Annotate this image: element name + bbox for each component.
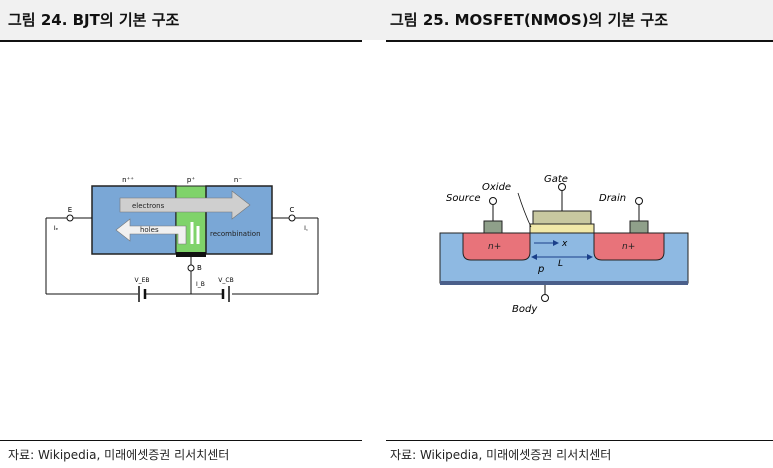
figure-25-top-rule [386, 40, 773, 42]
bjt-collector-terminal [288, 214, 296, 222]
bjt-label-voltage-cb: V_CB [218, 277, 233, 284]
mosfet-oxide-layer [529, 223, 595, 234]
bjt-label-terminal-b: B [197, 264, 202, 272]
header-bar [0, 0, 773, 40]
figure-25-title: 그림 25. MOSFET(NMOS)의 기본 구조 [390, 11, 669, 29]
bjt-emitter-terminal [66, 214, 74, 222]
mosfet-n-region-left [462, 232, 531, 261]
mosfet-label-oxide: Oxide [482, 182, 511, 193]
figure-24-top-rule [0, 40, 362, 42]
figure-24-title: 그림 24. BJT의 기본 구조 [8, 11, 180, 29]
bjt-base-terminal [187, 264, 195, 272]
mosfet-gate-terminal [558, 183, 566, 191]
bjt-electrons-arrow [119, 190, 251, 220]
figure-24-bottom-rule [0, 440, 362, 441]
mosfet-body-contact-strip [440, 281, 688, 285]
mosfet-n-region-right [593, 232, 665, 261]
mosfet-label-drain: Drain [599, 193, 626, 204]
mosfet-label-p: p [537, 264, 544, 275]
mosfet-label-x: x [561, 239, 568, 249]
bjt-label-collector-region: n⁻ [234, 176, 242, 184]
mosfet-source-terminal [489, 197, 497, 205]
bjt-label-voltage-eb: V_EB [134, 277, 149, 284]
mosfet-label-gate: Gate [544, 174, 568, 185]
figure-24-source: 자료: Wikipedia, 미래에셋증권 리서치센터 [8, 448, 230, 462]
mosfet-label-n-left: n+ [488, 242, 501, 252]
mosfet-source-contact [483, 220, 503, 234]
mosfet-drain-contact [629, 220, 649, 234]
bjt-label-terminal-c: C [290, 206, 295, 214]
bjt-label-electrons: electrons [132, 202, 165, 210]
figure-25-bottom-rule [386, 440, 773, 441]
bjt-label-recombination: recombination [210, 230, 261, 238]
mosfet-label-l: L [558, 259, 563, 269]
bjt-label-terminal-e: E [68, 206, 72, 214]
bjt-base-contact [176, 252, 206, 257]
mosfet-body-terminal [541, 294, 549, 302]
bjt-label-current-e: Iₑ [54, 225, 59, 232]
mosfet-label-n-right: n+ [622, 242, 635, 252]
figure-25-source: 자료: Wikipedia, 미래에셋증권 리서치센터 [390, 448, 612, 462]
bjt-emitter-region [91, 185, 177, 255]
bjt-holes-arrow [115, 218, 187, 245]
mosfet-label-body: Body [512, 304, 538, 315]
bjt-label-current-c: I꜀ [304, 225, 308, 232]
bjt-label-holes: holes [140, 226, 159, 234]
mosfet-gate-electrode [532, 210, 592, 225]
bjt-label-emitter-region: n⁺⁺ [122, 176, 134, 184]
mosfet-label-source: Source [446, 193, 481, 204]
mosfet-oxide-pointer [517, 192, 532, 228]
mosfet-drain-terminal [635, 197, 643, 205]
bjt-label-current-b: I_B [196, 281, 205, 288]
bjt-label-base-region: p⁺ [187, 176, 195, 184]
